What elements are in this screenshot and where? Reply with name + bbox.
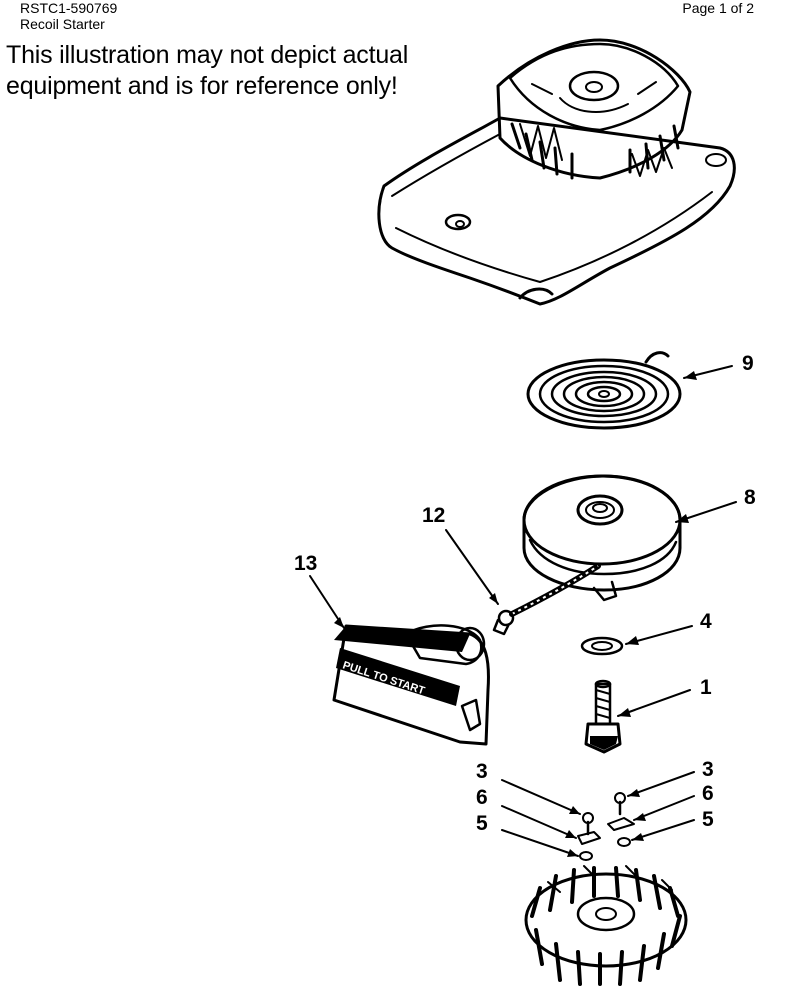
disclaimer: This illustration may not depict actual … bbox=[6, 40, 408, 102]
callout-5-right: 5 bbox=[702, 808, 714, 831]
leader-3-left bbox=[501, 779, 581, 815]
callout-5-left: 5 bbox=[476, 812, 488, 835]
starter-handle: PULL TO START bbox=[332, 624, 490, 746]
starter-rope bbox=[492, 563, 601, 636]
leader-3-right-arrow bbox=[628, 789, 640, 797]
page-number: Page 1 of 2 bbox=[682, 0, 754, 16]
callout-6-right: 6 bbox=[702, 782, 714, 805]
callout-1: 1 bbox=[700, 676, 712, 699]
leader-5-left-arrow bbox=[567, 849, 578, 857]
leader-5-left bbox=[501, 829, 579, 857]
leader-4-arrow bbox=[626, 636, 639, 645]
leader-1 bbox=[617, 689, 691, 717]
leader-6-left bbox=[501, 805, 577, 839]
pawl-hardware-left bbox=[577, 812, 601, 861]
disclaimer-line-2: equipment and is for reference only! bbox=[6, 72, 398, 100]
callout-13: 13 bbox=[294, 552, 317, 575]
callout-12: 12 bbox=[422, 504, 445, 527]
leader-3-left-arrow bbox=[569, 806, 580, 814]
leader-3-right bbox=[627, 771, 695, 797]
leader-6-right-arrow bbox=[634, 813, 646, 821]
starter-housing bbox=[377, 38, 736, 306]
leader-12 bbox=[445, 529, 499, 605]
leader-13-arrow bbox=[334, 617, 344, 628]
leader-12-arrow bbox=[489, 593, 498, 604]
bolt bbox=[584, 679, 622, 754]
starter-pulley bbox=[522, 474, 682, 602]
washer bbox=[580, 636, 624, 656]
pawl-hardware-right bbox=[607, 792, 635, 847]
leader-6-left-arrow bbox=[565, 830, 576, 838]
callout-3-left: 3 bbox=[476, 760, 488, 783]
callout-4: 4 bbox=[700, 610, 712, 633]
callout-6-left: 6 bbox=[476, 786, 488, 809]
callout-9: 9 bbox=[742, 352, 754, 375]
document-title: Recoil Starter bbox=[20, 16, 105, 32]
disclaimer-line-1: This illustration may not depict actual bbox=[6, 41, 409, 69]
document-code: RSTC1-590769 bbox=[20, 0, 118, 16]
rewind-spring bbox=[526, 351, 682, 430]
leader-8-arrow bbox=[676, 514, 689, 523]
callout-3-right: 3 bbox=[702, 758, 714, 781]
flywheel-fan bbox=[524, 865, 688, 986]
leader-9-arrow bbox=[684, 371, 697, 380]
leader-5-right-arrow bbox=[632, 833, 644, 841]
callout-8: 8 bbox=[744, 486, 756, 509]
leader-1-arrow bbox=[618, 708, 631, 717]
